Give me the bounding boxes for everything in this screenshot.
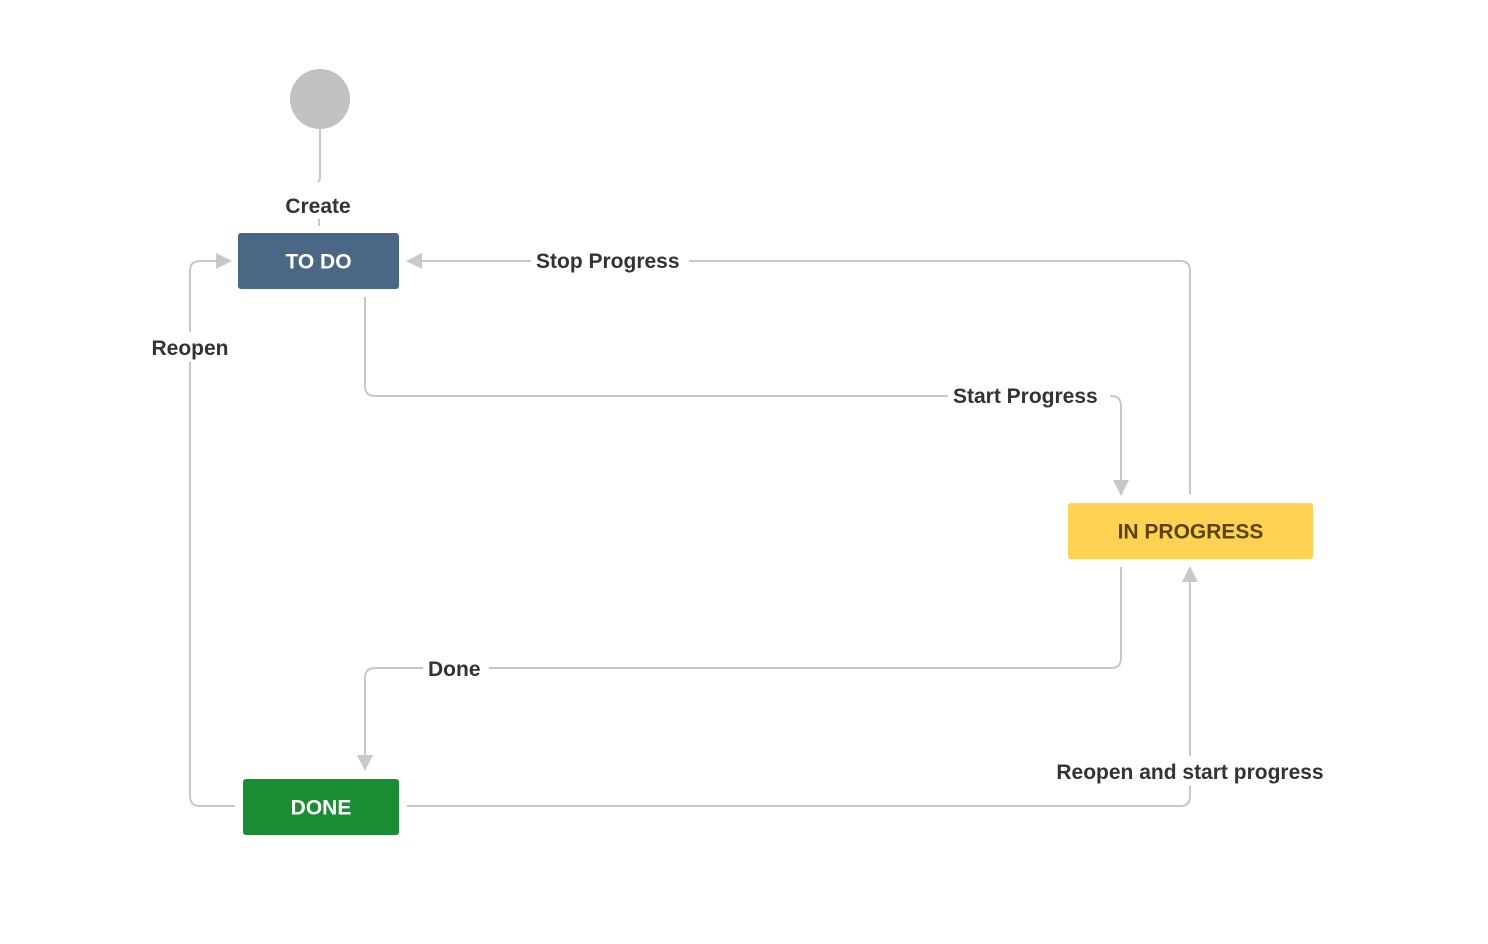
status-todo-box xyxy=(238,233,399,289)
edge-stop-progress xyxy=(420,260,1191,494)
reopen-label: Reopen xyxy=(151,337,228,360)
edge-reopen xyxy=(189,260,235,807)
status-done[interactable]: DONE xyxy=(243,779,399,835)
transition-start-progress[interactable]: Start Progress xyxy=(364,297,1129,496)
transition-stop-progress[interactable]: Stop Progress xyxy=(406,246,1191,494)
edge-reopen-and-start xyxy=(407,580,1191,807)
arrowhead-reopen-and-start xyxy=(1182,566,1198,582)
status-todo-label: TO DO xyxy=(285,251,351,274)
stop-progress-label: Stop Progress xyxy=(536,250,680,273)
status-in-progress[interactable]: IN PROGRESS xyxy=(1068,503,1313,559)
status-in-progress-box xyxy=(1068,503,1313,559)
reopen-and-start-label-bg xyxy=(1046,756,1336,786)
done-label: Done xyxy=(428,658,481,681)
status-done-label: DONE xyxy=(291,797,352,820)
reopen-and-start-label: Reopen and start progress xyxy=(1056,761,1323,784)
start-node xyxy=(290,69,350,129)
stop-progress-label-bg xyxy=(531,246,689,276)
transition-done[interactable]: Done xyxy=(357,567,1122,771)
arrowhead-reopen xyxy=(216,253,232,269)
transition-create[interactable]: Create xyxy=(285,129,351,226)
reopen-label-bg xyxy=(146,332,234,362)
create-label: Create xyxy=(285,195,350,218)
status-in-progress-label: IN PROGRESS xyxy=(1118,521,1264,544)
edge-start-progress xyxy=(364,297,1122,482)
status-todo[interactable]: TO DO xyxy=(238,233,399,289)
transition-reopen[interactable]: Reopen xyxy=(146,253,235,807)
start-progress-label: Start Progress xyxy=(953,385,1098,408)
transition-reopen-and-start[interactable]: Reopen and start progress xyxy=(407,566,1336,807)
done-label-bg xyxy=(423,653,489,683)
edge-done xyxy=(364,567,1122,756)
status-done-box xyxy=(243,779,399,835)
start-progress-label-bg xyxy=(948,381,1110,411)
arrowhead-stop-progress xyxy=(406,253,422,269)
arrowhead-start-progress xyxy=(1113,480,1129,496)
arrowhead-done xyxy=(357,755,373,771)
edge-create xyxy=(317,129,321,226)
